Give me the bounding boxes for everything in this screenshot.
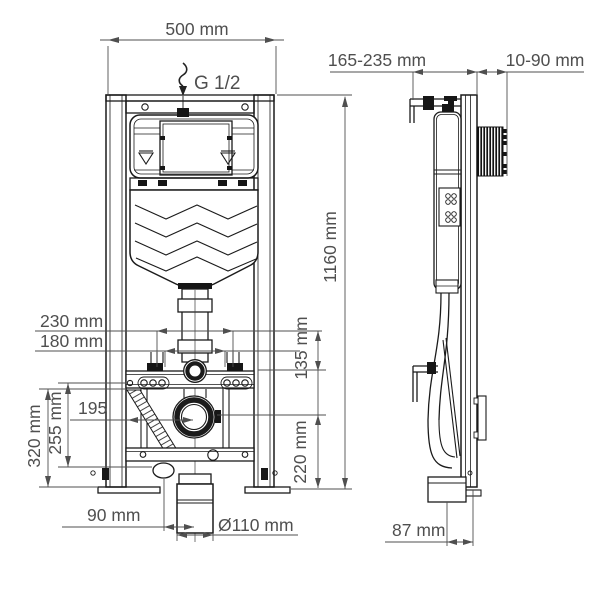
dim-outlet-height: 220 mm xyxy=(290,420,310,483)
dim-front-height: 1160 mm xyxy=(320,211,340,283)
foot-plate-right xyxy=(244,486,291,494)
dim-h320: 320 mm xyxy=(24,404,44,467)
side-bottom xyxy=(427,470,482,503)
waste-pipe xyxy=(176,473,214,534)
front-face-bracket xyxy=(473,395,487,441)
side-flush-pipe xyxy=(427,292,461,469)
adjuster-arrow-left xyxy=(137,150,155,166)
slotted-hole xyxy=(152,462,175,479)
frame-top-crossbar xyxy=(105,94,275,114)
cistern-upper-box xyxy=(129,114,259,179)
stud-slot-right xyxy=(220,376,253,390)
dim-fixing-outer: 230 mm xyxy=(40,311,103,331)
dim-fixing-height: 135 mm xyxy=(291,316,311,379)
flush-plate-wall-box xyxy=(476,126,504,177)
front-dimensions: 500 mm G 1/2 1160 mm 230 mm xyxy=(24,19,352,541)
stud-plate-left xyxy=(147,363,163,371)
side-frame-profile xyxy=(460,94,478,488)
side-pipe-flange xyxy=(435,279,459,294)
stud-plate-right xyxy=(227,363,243,371)
flush-plate-opening xyxy=(159,120,233,176)
water-inlet-elbow xyxy=(183,359,207,398)
side-view: 165-235 mm 10-90 mm 87 mm xyxy=(328,50,585,546)
dim-front-width: 500 mm xyxy=(165,19,228,39)
water-inlet-symbol xyxy=(177,62,189,117)
dim-wall-gap: 10-90 mm xyxy=(506,50,585,70)
dim-outlet-depth: 87 mm xyxy=(392,520,445,540)
cistern-tank xyxy=(129,189,259,289)
frame-left-rail xyxy=(105,94,127,488)
dim-outlet-diameter: Ø110 mm xyxy=(218,515,294,535)
side-column-lines xyxy=(134,127,254,171)
front-view: 500 mm G 1/2 1160 mm 230 mm xyxy=(24,19,352,542)
waste-outlet xyxy=(172,395,221,439)
dim-outlet-offset: 195 xyxy=(78,398,107,418)
feet xyxy=(90,468,291,494)
dim-water-inlet: G 1/2 xyxy=(194,73,240,94)
dim-mount-depth: 165-235 mm xyxy=(328,50,426,70)
side-dimensions: 165-235 mm 10-90 mm 87 mm xyxy=(328,50,585,546)
bottom-crossbar xyxy=(125,447,255,479)
side-inlet-nub xyxy=(442,104,454,113)
adjuster-arrow-right xyxy=(219,150,237,166)
foot-plate-left xyxy=(97,486,161,494)
stud-slot-left xyxy=(137,376,170,390)
waste-elbow-block xyxy=(427,476,467,503)
outlet-clamp xyxy=(215,410,221,423)
dim-h255: 255 mm xyxy=(45,391,65,454)
dim-w90: 90 mm xyxy=(87,505,140,525)
cistern-lid-band xyxy=(129,177,259,191)
wall-section xyxy=(476,126,507,177)
dim-fixing-inner: 180 mm xyxy=(40,331,103,351)
top-fixing-hole-right xyxy=(241,103,249,111)
top-fixing-hole-left xyxy=(141,103,149,111)
tank-outlet-flange xyxy=(178,283,212,289)
side-cistern xyxy=(433,104,462,294)
wall-bracket-middle xyxy=(412,362,438,402)
water-level-waves xyxy=(134,204,258,272)
